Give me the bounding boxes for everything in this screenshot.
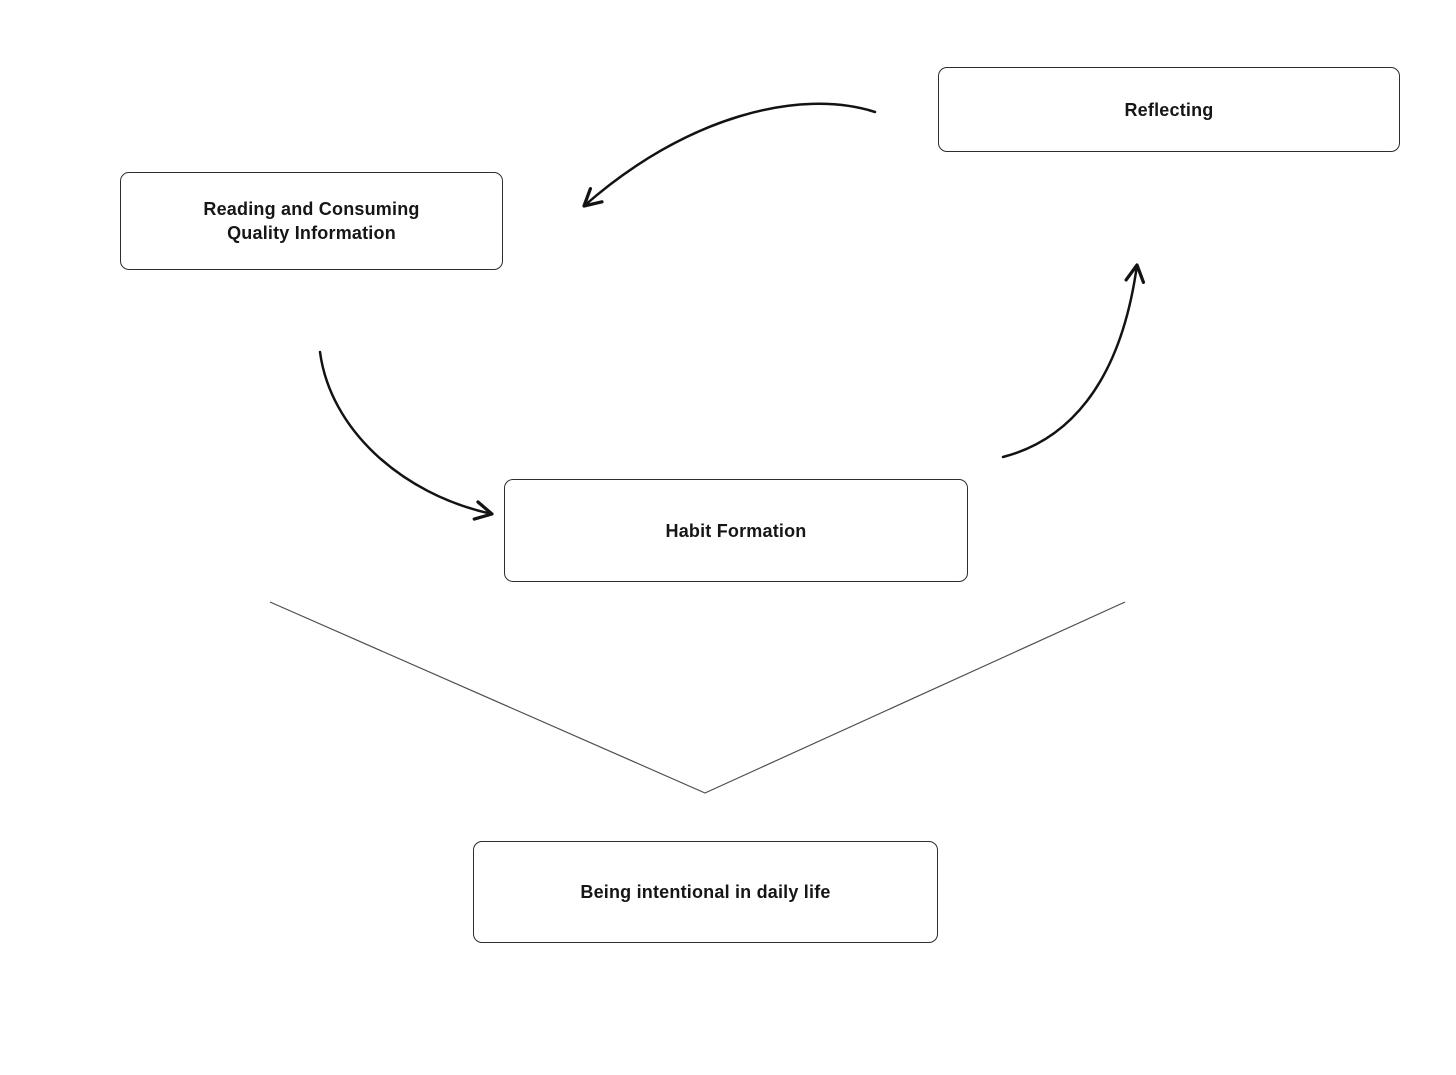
node-reading-consuming-label: Reading and Consuming Quality Informatio…	[203, 199, 420, 243]
node-habit-formation: Habit Formation	[504, 479, 968, 582]
node-being-intentional-label: Being intentional in daily life	[580, 882, 831, 902]
node-habit-formation-label: Habit Formation	[665, 520, 807, 541]
arrow-reading-to-habit	[318, 350, 494, 521]
arrow-reflecting-to-reading	[582, 102, 877, 208]
node-reflecting-label: Reflecting	[1124, 99, 1214, 120]
arrow-habit-to-reflecting	[1001, 263, 1146, 459]
node-reading-consuming: Reading and Consuming Quality Informatio…	[120, 172, 503, 270]
node-being-intentional: Being intentional in daily life	[473, 841, 938, 943]
node-reflecting: Reflecting	[938, 67, 1400, 152]
chevron-converging-lines	[269, 601, 1126, 794]
